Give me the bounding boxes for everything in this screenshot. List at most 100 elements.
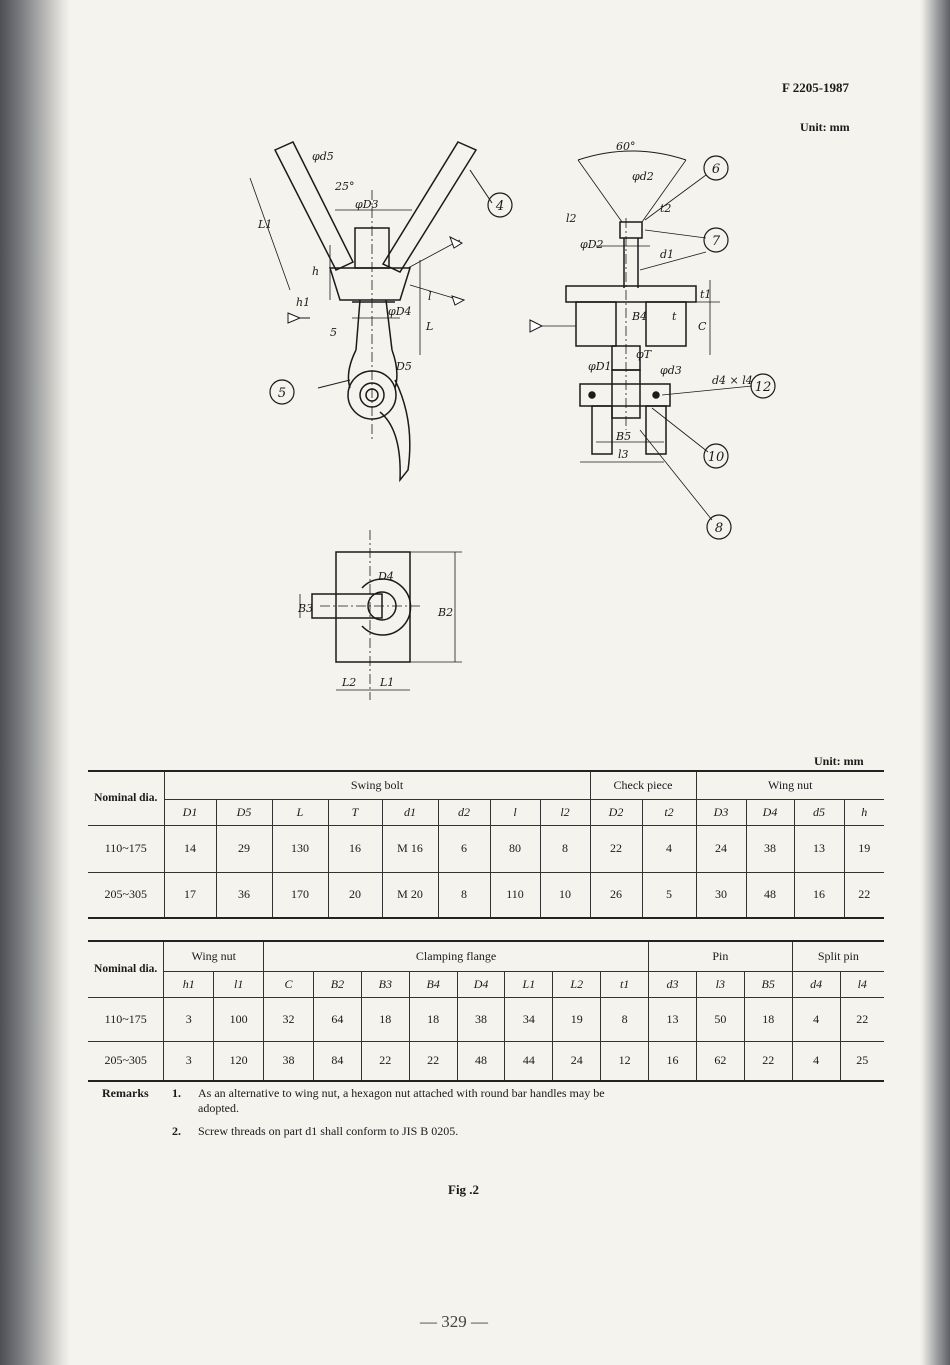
column-symbol: B5 [743, 970, 793, 998]
value-cell: 14 [163, 824, 217, 873]
callout-5: 5 [278, 386, 286, 401]
column-symbol: L2 [552, 970, 602, 998]
value-cell: 34 [504, 996, 554, 1042]
value-cell: 3 [163, 996, 215, 1042]
callout-4-circle [487, 192, 513, 218]
label-C: C [698, 320, 707, 333]
column-symbol: D1 [164, 798, 217, 826]
label-phi-D3: φD3 [355, 198, 379, 211]
callout-6-circle [703, 155, 729, 181]
value-cell: 38 [263, 1040, 314, 1082]
value-cell: 24 [552, 1040, 602, 1082]
label-L: L [425, 320, 433, 333]
value-cell: 4 [641, 824, 697, 873]
value-cell: 36 [215, 871, 273, 919]
technical-drawing: φd5 25° φD3 L1 h h1 l φD4 L D5 5 60° φd2… [249, 140, 776, 700]
label-5-small: 5 [330, 326, 337, 339]
callout-7: 7 [712, 234, 721, 249]
label-l: l [428, 290, 432, 303]
remark-number: 1. [172, 1086, 181, 1100]
value-cell: 8 [600, 996, 650, 1042]
group-header: Wing nut [163, 940, 265, 972]
value-cell: 22 [360, 1040, 410, 1082]
value-cell: 84 [312, 1040, 362, 1082]
group-header: Clamping flange [263, 940, 650, 972]
value-cell: 5 [641, 871, 697, 919]
column-symbol: d3 [648, 970, 697, 998]
label-D4-plan: D4 [377, 570, 394, 583]
scan-gutter-right [920, 0, 950, 1365]
value-cell: 50 [695, 996, 745, 1042]
value-cell: 16 [327, 824, 383, 873]
column-symbol: t2 [641, 798, 697, 826]
column-symbol: d5 [793, 798, 845, 826]
value-cell: 22 [589, 824, 643, 873]
callout-6: 6 [712, 162, 720, 177]
value-cell: 22 [743, 1040, 793, 1082]
column-symbol: h1 [163, 970, 215, 998]
column-symbol: L1 [504, 970, 554, 998]
nominal-dia-header: Nominal dia. [88, 770, 165, 826]
value-cell: 29 [215, 824, 273, 873]
column-symbol: d4 [791, 970, 841, 998]
unit-label-table: Unit: mm [814, 754, 864, 768]
column-symbol: T [327, 798, 383, 826]
group-header: Wing nut [695, 770, 884, 800]
value-cell: 4 [791, 1040, 841, 1082]
page-number: — 329 — [420, 1312, 488, 1331]
value-cell: 16 [793, 871, 845, 919]
value-cell: 18 [408, 996, 458, 1042]
label-L2: L2 [341, 676, 356, 689]
label-h1: h1 [296, 296, 310, 309]
label-D5: D5 [395, 360, 412, 373]
group-header: Check piece [589, 770, 697, 800]
nominal-dia-cell: 205~305 [88, 1040, 165, 1082]
column-symbol: d2 [437, 798, 491, 826]
callout-5-circle [269, 379, 295, 405]
scan-gutter-left [0, 0, 70, 1365]
clamping-flange-plan-view [299, 530, 462, 700]
value-cell: 19 [552, 996, 602, 1042]
column-symbol: D4 [456, 970, 506, 998]
value-cell: M 20 [381, 871, 439, 919]
group-header: Split pin [791, 940, 884, 972]
value-cell: 4 [791, 996, 841, 1042]
value-cell: 13 [793, 824, 845, 873]
value-cell: 25 [839, 1040, 884, 1082]
value-cell: 30 [695, 871, 747, 919]
value-cell: 8 [539, 824, 591, 873]
column-symbol: D3 [695, 798, 747, 826]
value-cell: 22 [408, 1040, 458, 1082]
nominal-dia-cell: 205~305 [88, 871, 165, 919]
remark-item-2: 2. Screw threads on part d1 shall confor… [172, 1124, 632, 1139]
value-cell: 20 [327, 871, 383, 919]
column-symbol: l1 [213, 970, 265, 998]
value-cell: 62 [695, 1040, 745, 1082]
column-symbol: t1 [600, 970, 650, 998]
label-h: h [312, 265, 319, 278]
value-cell: 22 [839, 996, 884, 1042]
value-cell: 170 [271, 871, 329, 919]
label-l2: l2 [566, 212, 577, 225]
value-cell: 6 [437, 824, 491, 873]
value-cell: 130 [271, 824, 329, 873]
value-cell: 13 [648, 996, 697, 1042]
label-t1: t1 [700, 288, 711, 301]
label-L1: L1 [257, 218, 272, 231]
label-phi-D4: φD4 [388, 305, 412, 318]
value-cell: 26 [589, 871, 643, 919]
label-L1-plan: L1 [379, 676, 394, 689]
callout-8-circle [706, 514, 732, 540]
clamping-flange-front-view [529, 150, 753, 521]
label-angle-25: 25° [334, 180, 355, 193]
label-phi-d2: φd2 [632, 170, 654, 183]
value-cell: 16 [648, 1040, 697, 1082]
column-symbol: C [263, 970, 314, 998]
group-header: Pin [648, 940, 793, 972]
remark-item-1: 1. As an alternative to wing nut, a hexa… [172, 1086, 632, 1116]
column-symbol: B2 [312, 970, 362, 998]
